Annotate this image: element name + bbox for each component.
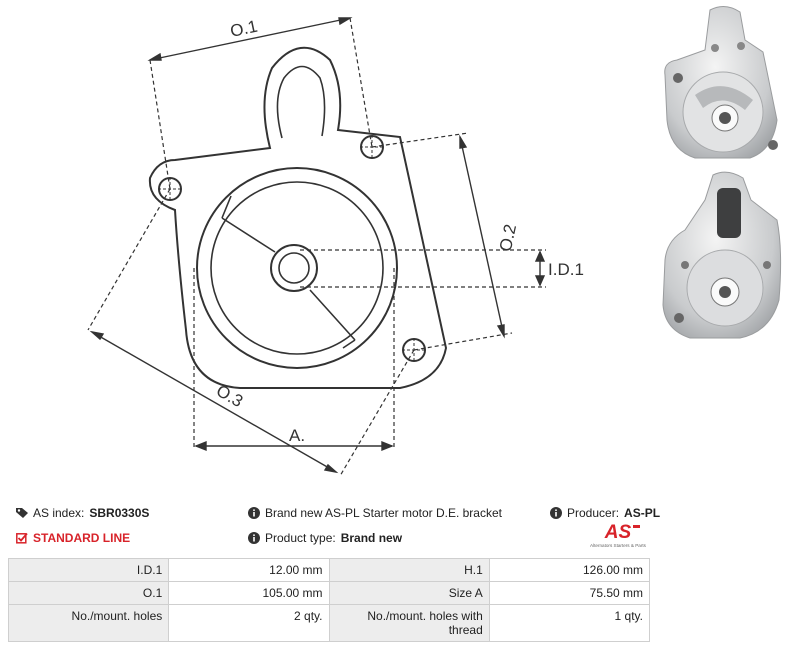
as-index-value: SBR0330S <box>89 506 150 520</box>
producer-value: AS-PL <box>624 506 661 520</box>
label-a: A. <box>289 426 305 445</box>
standard-line-label: STANDARD LINE <box>33 531 131 545</box>
as-pl-logo: AS Alternators Starters & Parts <box>590 522 647 548</box>
product-info: AS index: SBR0330S STANDARD LINE Brand n… <box>0 500 800 560</box>
spec-value: 2 qty. <box>168 604 330 642</box>
bracket-outline <box>148 46 448 389</box>
spec-label: No./mount. holes with thread <box>328 604 490 642</box>
info-icon <box>248 507 260 519</box>
spec-label: O.1 <box>7 581 170 605</box>
product-line: STANDARD LINE <box>16 531 130 545</box>
spec-label: I.D.1 <box>7 558 170 582</box>
bore-inner <box>278 252 310 284</box>
as-index: AS index: SBR0330S <box>16 506 149 520</box>
label-o3: O.3 <box>213 381 246 411</box>
photo-side-view <box>662 171 782 339</box>
checkbox-icon <box>16 532 28 544</box>
product-photos <box>662 6 782 339</box>
product-description: Brand new AS-PL Starter motor D.E. brack… <box>248 506 502 520</box>
svg-text:Alternators Starters & Parts: Alternators Starters & Parts <box>590 543 647 548</box>
bore-outer <box>270 244 318 292</box>
spec-value: 12.00 mm <box>168 558 330 582</box>
info-icon <box>550 507 562 519</box>
loop-inner <box>276 65 326 139</box>
producer: Producer: AS-PL <box>550 506 660 520</box>
spec-value: 1 qty. <box>488 604 651 642</box>
product-type-value: Brand new <box>340 531 403 545</box>
label-o1: O.1 <box>228 17 259 41</box>
spec-label: H.1 <box>328 558 490 582</box>
housing-inner <box>210 181 384 355</box>
spec-label: Size A <box>328 581 490 605</box>
product-type: Product type: Brand new <box>248 531 402 545</box>
label-o2: O.2 <box>496 222 520 253</box>
label-id1: I.D.1 <box>548 260 584 279</box>
photo-front-view <box>664 6 778 159</box>
spec-label: No./mount. holes <box>7 604 170 642</box>
technical-drawing: O.1 O.2 O.3 I.D.1 A. <box>87 17 584 477</box>
segment-top <box>221 195 276 253</box>
housing-outer <box>196 167 398 369</box>
spec-value: 126.00 mm <box>488 558 651 582</box>
spec-value: 105.00 mm <box>168 581 330 605</box>
spec-value: 75.50 mm <box>488 581 651 605</box>
tag-icon <box>16 508 28 518</box>
svg-text:AS: AS <box>604 522 632 543</box>
segment-bottom <box>309 289 356 349</box>
info-icon <box>248 532 260 544</box>
